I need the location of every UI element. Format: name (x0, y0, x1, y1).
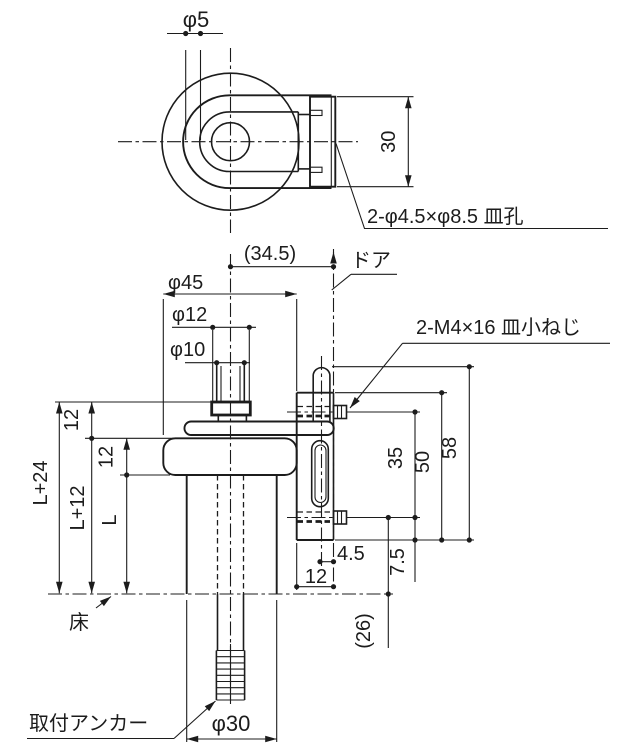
arm (183, 420, 327, 436)
door-bracket-plate (295, 356, 335, 566)
dim-phi30-label: φ30 (212, 711, 251, 736)
threaded-stud (215, 362, 246, 402)
anchor-label: 取付アンカー (29, 712, 148, 735)
dim-35-label: 35 (385, 447, 407, 469)
slot-outer (310, 439, 330, 508)
dim-phi12-label: φ12 (172, 304, 207, 326)
dim-12-upper-label: 12 (61, 409, 83, 431)
dim-26-label: (26) (353, 613, 375, 649)
anchor-bolt (215, 594, 246, 701)
dim-345-label: (34.5) (244, 243, 296, 265)
floor-label: 床 (69, 611, 89, 634)
dim-L-label: L (99, 514, 121, 525)
dim-L24-label: L+24 (30, 460, 52, 505)
screw-note-label: 2-M4×16 皿小ねじ (416, 316, 581, 339)
dim-30-label: 30 (378, 131, 400, 153)
lower-screw (287, 510, 348, 525)
dim-L12-label: L+12 (67, 485, 89, 530)
dim-75-label: 7.5 (387, 548, 409, 576)
left-dimensions: L+24 12 L+12 12 L (30, 401, 212, 594)
phi30-dimension: φ30 (186, 600, 278, 743)
right-dimensions: (26) 35 7.5 50 58 4.5 12 (294, 364, 474, 649)
side-view: ドア (34.5) φ45 φ12 φ10 (27, 243, 610, 743)
upper-screw (287, 404, 348, 420)
dim-12-plate-label: 12 (305, 566, 327, 588)
dim-phi5-label: φ5 (183, 7, 210, 32)
countersunk-note-label: 2-φ4.5×φ8.5 皿孔 (367, 205, 524, 228)
collar (210, 400, 252, 417)
dim-phi45-label: φ45 (168, 272, 203, 294)
top-slot-upper (309, 109, 323, 117)
top-view: φ5 30 2-φ4.5×φ8.5 皿孔 (118, 7, 608, 233)
dim-58-label: 58 (439, 437, 461, 459)
dim-phi10-label: φ10 (170, 339, 205, 361)
door-label: ドア (351, 250, 391, 272)
top-slot-lower (309, 166, 323, 173)
dim-12-mid-label: 12 (96, 446, 118, 468)
dim-45-label: 4.5 (337, 543, 365, 565)
slot-inner (314, 444, 327, 503)
countersunk-leader (335, 143, 608, 230)
dim-50-label: 50 (412, 451, 434, 473)
top-strap-outer (182, 94, 332, 190)
